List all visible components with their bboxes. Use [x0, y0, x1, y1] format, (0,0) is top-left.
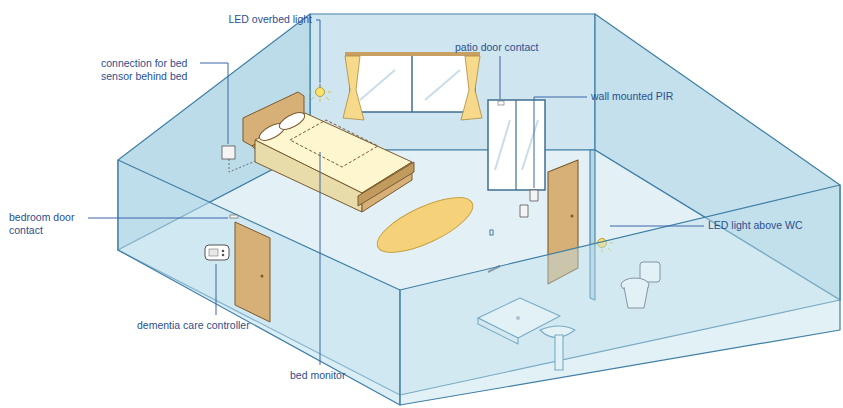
callout-label: patio door contact — [455, 41, 538, 54]
leader-lines — [88, 20, 704, 365]
dementia-care-controller — [205, 245, 229, 260]
illustration-part — [495, 120, 510, 170]
near-walls — [118, 160, 840, 405]
patio-door — [488, 100, 545, 190]
illustration-part — [200, 63, 228, 144]
illustration-part — [350, 55, 475, 112]
illustration-part — [358, 162, 414, 206]
illustration-part — [311, 97, 314, 100]
illustration-part — [205, 245, 229, 260]
illustration-part — [222, 146, 235, 159]
callout-label: dementia care controller — [137, 319, 250, 332]
illustration-part — [277, 109, 307, 133]
illustration-part — [515, 100, 516, 190]
illustration-part — [316, 88, 325, 97]
illustration-part — [309, 92, 331, 102]
bedroom-door — [230, 215, 270, 322]
illustration-part — [255, 140, 362, 212]
bed-sensor-connection — [222, 146, 258, 172]
illustration-part — [343, 56, 364, 120]
illustration-part — [360, 70, 395, 100]
illustration-part — [522, 120, 538, 170]
illustration-part — [309, 92, 312, 93]
illustration-part — [571, 215, 574, 218]
illustration-part — [216, 264, 217, 315]
illustration-part — [500, 56, 501, 99]
callout-label: connection for bed sensor behind bed — [101, 57, 197, 83]
illustration-part — [88, 218, 228, 219]
illustration-part — [534, 97, 587, 188]
illustration-part — [400, 185, 840, 405]
bed — [243, 92, 414, 212]
illustration-part — [209, 249, 218, 256]
illustration-part — [316, 20, 320, 83]
illustration-part — [261, 275, 264, 278]
illustration-part — [222, 254, 225, 257]
illustration-part — [320, 152, 321, 365]
illustration-part — [411, 55, 413, 112]
rug — [370, 187, 479, 264]
callout-label: LED overbed light — [229, 13, 312, 26]
callout-label: LED light above WC — [708, 219, 803, 232]
callout-label: wall mounted PIR — [591, 90, 673, 103]
illustration-part — [520, 205, 528, 217]
callout-label: bedroom door contact — [9, 211, 85, 237]
illustration-part — [328, 92, 331, 93]
illustration-part — [326, 97, 329, 100]
illustration-part — [530, 190, 538, 201]
illustration-part — [461, 56, 482, 120]
illustration-part — [222, 250, 225, 253]
illustration-part — [320, 84, 321, 87]
illustration-part — [229, 159, 258, 172]
illustration-part — [320, 98, 321, 102]
callout-label: bed monitor — [290, 369, 345, 382]
illustration-part — [425, 70, 460, 100]
illustration-part — [290, 120, 378, 167]
illustration-part — [235, 222, 270, 322]
illustration-part — [370, 187, 479, 264]
illustration-part — [488, 100, 545, 190]
illustration-part — [610, 226, 704, 227]
overbed-light — [309, 84, 331, 102]
illustration-part — [490, 230, 493, 235]
illustration-part — [498, 101, 504, 105]
window — [343, 52, 482, 120]
illustration-part — [118, 160, 400, 405]
illustration-part — [230, 215, 238, 218]
illustration-part — [310, 14, 595, 150]
